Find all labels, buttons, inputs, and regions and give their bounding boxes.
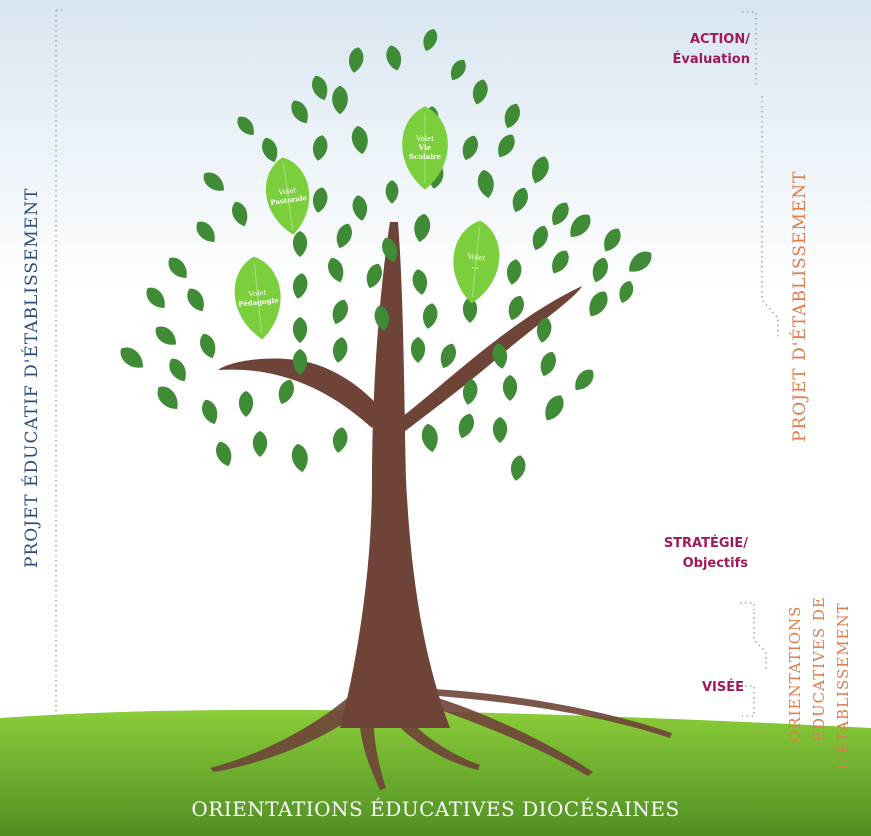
projet-etablissement-label: PROJET D'ÉTABLISSEMENT	[790, 170, 810, 442]
visee-label: VISÉE	[701, 680, 744, 695]
highlight-leaf-text: Scolaire	[409, 152, 442, 161]
leaf-vein	[253, 262, 263, 334]
right-lower-bracket	[740, 685, 755, 717]
highlight-leaf-3: Volet...	[448, 218, 504, 306]
action-label-line-1: ACTION/	[690, 32, 750, 47]
highlight-leaves: VoletVieScolaireVoletPastoraleVolet...Vo…	[230, 106, 504, 342]
highlight-leaf-text: ...	[471, 261, 479, 271]
left-vertical-label: PROJET ÉDUCATIF D'ÉTABLISSEMENT	[22, 187, 42, 568]
orientations-line-2: ÉDUCATIVES DE	[810, 596, 828, 742]
orientations-line-3: L'ÉTABLISSEMENT	[834, 602, 852, 770]
highlight-leaf-text: Volet	[247, 289, 267, 299]
strategie-label: STRATÉGIE/ Objectifs	[620, 534, 748, 574]
highlight-leaf-text: Volet	[277, 186, 297, 197]
highlight-leaf-text: Pédagogie	[238, 295, 280, 308]
grass-hill	[0, 709, 871, 836]
strategie-label-line-1: STRATÉGIE/	[663, 536, 748, 551]
leaf-vein	[282, 163, 294, 229]
orientations-line-1: ORIENTATIONS	[786, 605, 804, 742]
strategie-label-line-2: Objectifs	[682, 556, 748, 571]
left-branch	[218, 358, 382, 428]
highlight-leaf-text: Volet	[466, 253, 486, 263]
highlight-leaf-text: Vie	[418, 143, 432, 152]
highlight-leaf-text: Volet	[415, 135, 434, 143]
dotted-guides	[55, 9, 779, 717]
leaf-vein	[471, 226, 481, 298]
action-label: ACTION/ Évaluation	[620, 30, 750, 70]
tree-trunk	[218, 222, 582, 728]
bottom-label: ORIENTATIONS ÉDUCATIVES DIOCÉSAINES	[191, 797, 680, 821]
right-branch	[398, 286, 582, 432]
action-label-line-2: Évaluation	[672, 52, 750, 67]
